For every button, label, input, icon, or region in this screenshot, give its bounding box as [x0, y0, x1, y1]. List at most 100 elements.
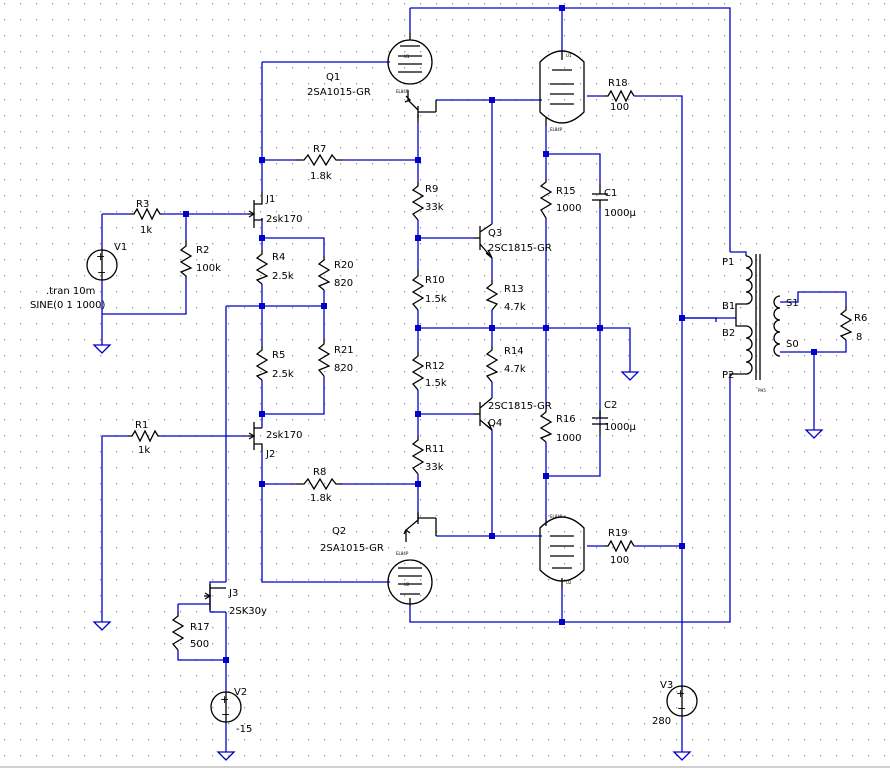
r14-value: 4.7k — [504, 364, 526, 375]
ground-symbols — [92, 344, 824, 761]
c2-value: 1000µ — [604, 422, 636, 433]
r10-value: 1.5k — [425, 294, 447, 305]
r19-label: R19 — [608, 528, 628, 539]
r9-value: 33k — [425, 202, 444, 213]
c1-value: 1000µ — [604, 208, 636, 219]
r12-value: 1.5k — [425, 378, 447, 389]
c2-label: C2 — [604, 400, 617, 411]
r19-value: 100 — [610, 555, 629, 566]
tube-u2-tag: U2 — [404, 582, 410, 587]
b1-label: B1 — [722, 301, 735, 312]
r13-label: R13 — [504, 284, 524, 295]
q4-model: 2SC1815-GR — [488, 401, 552, 412]
transformer-symbol — [729, 254, 781, 380]
tube-u2-model: EL84P — [396, 551, 409, 556]
r4-label: R4 — [272, 252, 285, 263]
q3-label: Q3 — [488, 228, 502, 239]
v3-label: V3 — [660, 680, 673, 691]
r16-label: R16 — [556, 414, 576, 425]
r17-value: 500 — [190, 639, 209, 650]
v2-label: V2 — [234, 687, 247, 698]
j3-model: 2SK30y — [229, 606, 267, 617]
v1-label: V1 — [114, 242, 127, 253]
svg-text:−: − — [677, 702, 686, 715]
component-labels: Q1 2SA1015-GR Q2 2SA1015-GR Q3 2SC1815-G… — [30, 53, 867, 735]
r10-label: R10 — [425, 275, 445, 286]
v3-value: 280 — [652, 716, 671, 727]
r6-label: R6 — [854, 313, 867, 324]
r2-label: R2 — [196, 245, 209, 256]
p2-label: P2 — [722, 370, 734, 381]
jfet-symbols — [204, 192, 263, 610]
r16-value: 1000 — [556, 433, 581, 444]
r20-label: R20 — [334, 260, 354, 271]
q1-model: 2SA1015-GR — [307, 87, 371, 98]
r7-value: 1.8k — [310, 171, 332, 182]
r14-label: R14 — [504, 346, 524, 357]
j1-model: 2sk170 — [266, 214, 302, 225]
j2-model: 2sk170 — [266, 430, 302, 441]
p1-label: P1 — [722, 257, 734, 268]
q3-model: 2SC1815-GR — [488, 243, 552, 254]
q2-label: Q2 — [332, 526, 346, 537]
r6-value: 8 — [856, 332, 862, 343]
r8-label: R8 — [313, 467, 326, 478]
tube-u3-tag: U1 — [566, 53, 572, 58]
j2-label: J2 — [265, 449, 275, 460]
r5-value: 2.5k — [272, 369, 294, 380]
j3-label: J3 — [228, 588, 238, 599]
r1-value: 1k — [138, 445, 150, 456]
r13-value: 4.7k — [504, 302, 526, 313]
svg-text:−: − — [97, 266, 106, 279]
r21-value: 820 — [334, 363, 353, 374]
r2-value: 100k — [196, 263, 221, 274]
transformer-model: PH5 — [758, 388, 766, 393]
j1-label: J1 — [265, 194, 275, 205]
r3-value: 1k — [140, 225, 152, 236]
r20-value: 820 — [334, 278, 353, 289]
svg-text:+: + — [676, 687, 685, 700]
r5-label: R5 — [272, 350, 285, 361]
tube-u1-model: EL84P — [396, 89, 409, 94]
r17-label: R17 — [190, 622, 210, 633]
r15-value: 1000 — [556, 203, 581, 214]
q4-label: Q4 — [488, 418, 502, 429]
b2-label: B2 — [722, 328, 735, 339]
tube-u1-tag: U1 — [404, 54, 410, 59]
junctions — [183, 5, 817, 663]
v2-value: -15 — [236, 724, 252, 735]
r12-label: R12 — [425, 361, 445, 372]
s0-label: S0 — [786, 339, 799, 350]
r1-label: R1 — [135, 420, 148, 431]
r9-label: R9 — [425, 184, 438, 195]
c1-label: C1 — [604, 188, 617, 199]
r3-label: R3 — [136, 199, 149, 210]
tube-symbols — [387, 32, 585, 606]
svg-text:+: + — [96, 250, 105, 263]
tube-u3-model: EL84P — [550, 127, 563, 132]
resistor-symbols — [128, 89, 853, 651]
tube-u4-model: EL84P — [550, 514, 563, 519]
r8-value: 1.8k — [310, 493, 332, 504]
r4-value: 2.5k — [272, 271, 294, 282]
tube-u4-tag: U2 — [566, 580, 572, 585]
bjt-symbols — [403, 90, 493, 542]
q1-label: Q1 — [326, 72, 340, 83]
v1-directive: .tran 10m — [46, 286, 95, 297]
capacitor-symbols — [592, 184, 608, 436]
voltage-sources: + − + − + − — [86, 248, 698, 723]
r7-label: R7 — [313, 144, 326, 155]
r11-label: R11 — [425, 444, 445, 455]
v1-value: SINE(0 1 1000) — [30, 300, 106, 311]
r15-label: R15 — [556, 186, 576, 197]
svg-text:−: − — [221, 708, 230, 721]
s1-label: S1 — [786, 298, 799, 309]
svg-text:+: + — [220, 693, 229, 706]
r18-label: R18 — [608, 78, 628, 89]
q2-model: 2SA1015-GR — [320, 543, 384, 554]
r18-value: 100 — [610, 102, 629, 113]
r11-value: 33k — [425, 462, 444, 473]
r21-label: R21 — [334, 345, 354, 356]
